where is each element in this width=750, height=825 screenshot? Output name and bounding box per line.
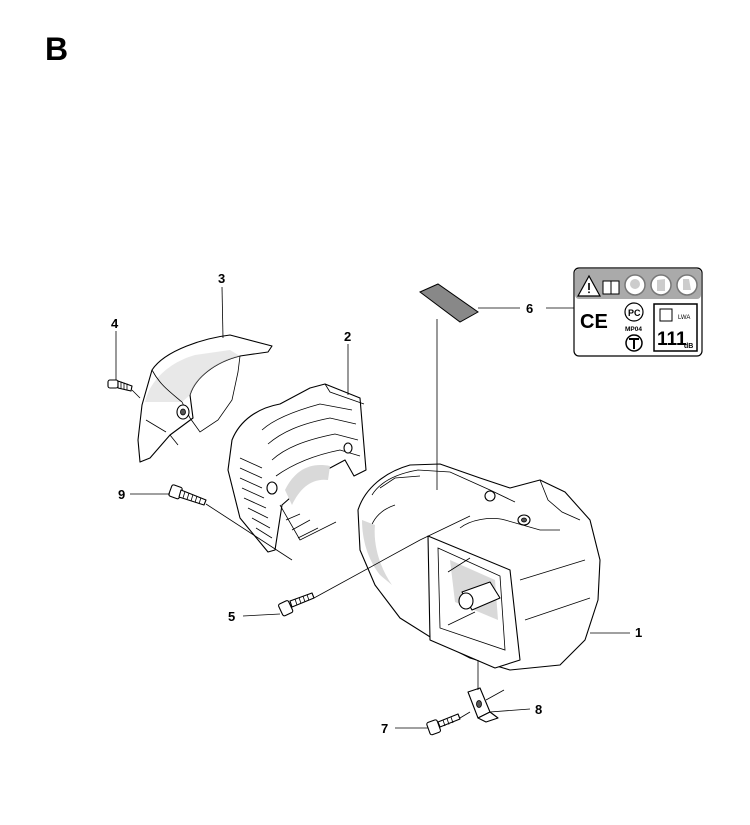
part-4-screw[interactable] xyxy=(107,379,133,392)
svg-text:PC: PC xyxy=(628,308,641,318)
sound-unit: dB xyxy=(684,343,693,350)
callout-4: 4 xyxy=(111,316,119,331)
section-letter: B xyxy=(45,31,69,67)
callout-9: 9 xyxy=(118,487,125,502)
callout-5: 5 xyxy=(228,609,235,624)
part-9-long-screw[interactable] xyxy=(168,484,207,506)
ce-mark: CE xyxy=(580,311,608,333)
part-8-clip-nut[interactable] xyxy=(467,687,499,723)
sound-value: 111 xyxy=(657,329,687,350)
part-1-cylinder-cover[interactable] xyxy=(357,463,601,671)
part-7-screw[interactable] xyxy=(426,713,461,736)
callout-7: 7 xyxy=(381,721,388,736)
sound-label: LWA xyxy=(678,315,690,321)
part-6-decal[interactable] xyxy=(419,283,479,323)
leader-lines xyxy=(115,286,630,729)
callout-3: 3 xyxy=(218,271,225,286)
part-2-cylinder-shroud[interactable] xyxy=(227,383,367,553)
certification-icon: PC xyxy=(624,302,644,322)
callout-8: 8 xyxy=(535,702,542,717)
callout-1: 1 xyxy=(635,625,642,640)
gost-mark-icon xyxy=(625,334,643,352)
cert-code: MP04 xyxy=(625,326,642,333)
part-3-top-cover[interactable] xyxy=(137,334,273,463)
callout-6: 6 xyxy=(526,301,533,316)
manual-book-icon xyxy=(602,280,620,295)
sound-power-icon xyxy=(659,308,673,322)
callout-2: 2 xyxy=(344,329,351,344)
part-5-screw[interactable] xyxy=(278,592,315,617)
callout-numbers: 3 4 2 6 9 5 1 8 7 xyxy=(111,271,642,736)
decal-label-detail: CE PC MP04 LWA 111 dB xyxy=(573,267,703,357)
